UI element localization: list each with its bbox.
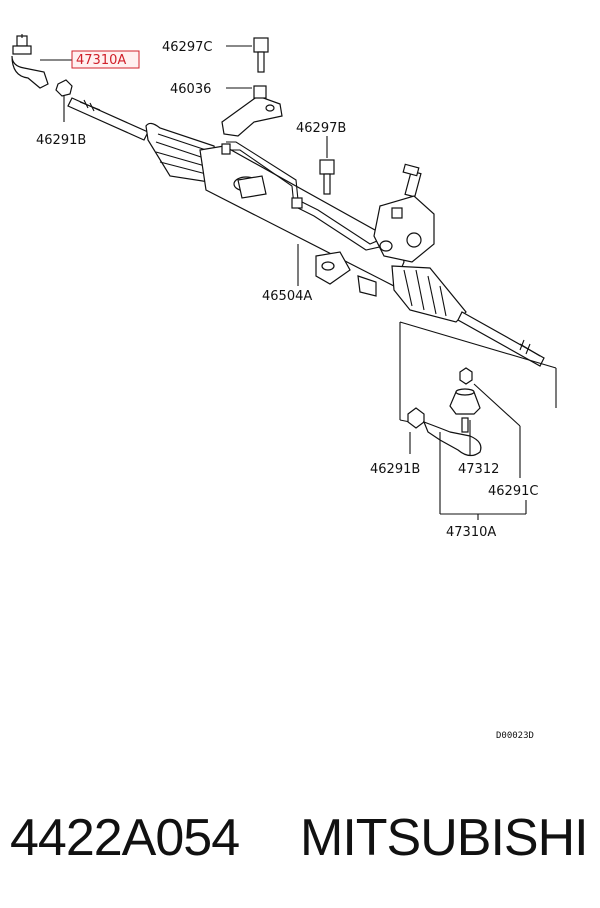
steering-rack-diagram: 46291B 47310A 46036	[11, 34, 557, 741]
hydraulic-lines	[221, 141, 385, 251]
bolt-46297c	[253, 37, 269, 73]
callout-47310a-bottom: 47310A	[446, 525, 496, 540]
callout-46036: 46036	[170, 82, 211, 97]
nut-46291c	[459, 367, 473, 385]
bolt-46297b	[319, 159, 335, 195]
pinion-valve	[373, 163, 435, 263]
part-number: 4422A054	[10, 809, 240, 867]
nut-46291b-top	[55, 79, 73, 97]
tie-rod-end-bottom	[422, 417, 482, 457]
boot-right	[391, 265, 467, 323]
diagram-code: D00023D	[496, 731, 534, 741]
footer: 4422A054 MITSUBISHI	[0, 800, 600, 880]
callout-46297b: 46297B	[296, 121, 346, 136]
callout-47310a-highlighted[interactable]: 47310A	[76, 53, 126, 68]
nut-46291b-bottom	[407, 407, 425, 429]
callout-47312: 47312	[458, 462, 499, 477]
exploded-guide-lines	[399, 321, 557, 423]
callout-46297c: 46297C	[162, 40, 212, 55]
callout-46291b-bottom: 46291B	[370, 462, 420, 477]
callout-46291b-top: 46291B	[36, 133, 86, 148]
callout-leaders-bottom	[409, 383, 527, 520]
rack-housing	[199, 145, 405, 297]
callout-46291c: 46291C	[488, 484, 538, 499]
manufacturer: MITSUBISHI	[300, 809, 589, 867]
inner-tie-rod-right	[457, 311, 545, 367]
tie-rod-end-top	[11, 34, 49, 89]
highlight-box	[71, 50, 140, 69]
inner-tie-rod-left	[67, 97, 149, 141]
boot-47312	[449, 388, 481, 415]
bracket-46036	[221, 85, 283, 137]
callout-46504a: 46504A	[262, 289, 312, 304]
